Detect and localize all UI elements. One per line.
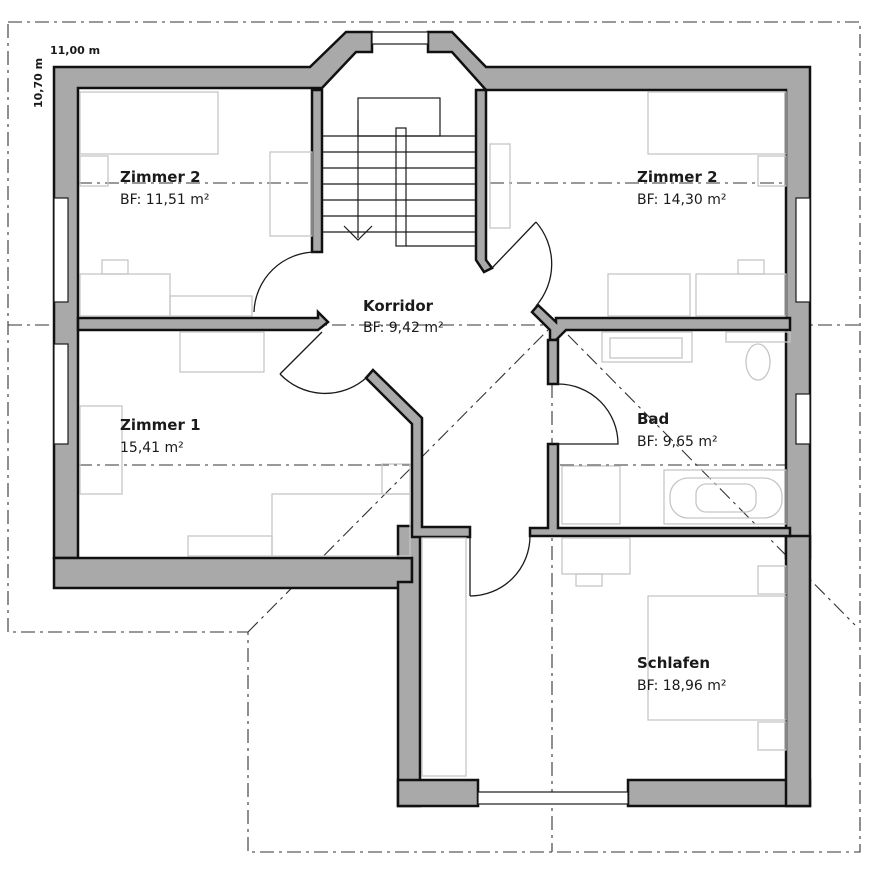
window-right-top (795, 197, 811, 303)
depth-dimension: 10,70 m (32, 58, 45, 108)
room-area-zimmer1: 15,41 m² (120, 440, 184, 456)
room-area-zimmer2-left: BF: 11,51 m² (120, 192, 210, 208)
window-top (371, 31, 429, 45)
furniture (79, 91, 791, 777)
window-left-top (53, 197, 69, 303)
room-name-zimmer2-left: Zimmer 2 (120, 168, 201, 186)
room-area-zimmer2-right: BF: 14,30 m² (637, 192, 727, 208)
room-name-zimmer1: Zimmer 1 (120, 416, 201, 434)
width-dimension: 11,00 m (50, 44, 100, 57)
room-area-korridor: BF: 9,42 m² (363, 320, 444, 336)
window-right-bad (795, 393, 811, 445)
windows (53, 31, 811, 805)
window-bottom (477, 791, 629, 805)
room-area-schlafen: BF: 18,96 m² (637, 678, 727, 694)
staircase (322, 97, 476, 247)
dashed-outline (7, 21, 861, 853)
room-name-zimmer2-right: Zimmer 2 (637, 168, 718, 186)
room-name-schlafen: Schlafen (637, 654, 710, 672)
room-name-bad: Bad (637, 410, 669, 428)
window-left-bottom (53, 343, 69, 445)
doors (253, 221, 619, 597)
exterior-walls (52, 30, 812, 808)
room-area-bad: BF: 9,65 m² (637, 434, 718, 450)
room-name-korridor: Korridor (363, 297, 434, 315)
